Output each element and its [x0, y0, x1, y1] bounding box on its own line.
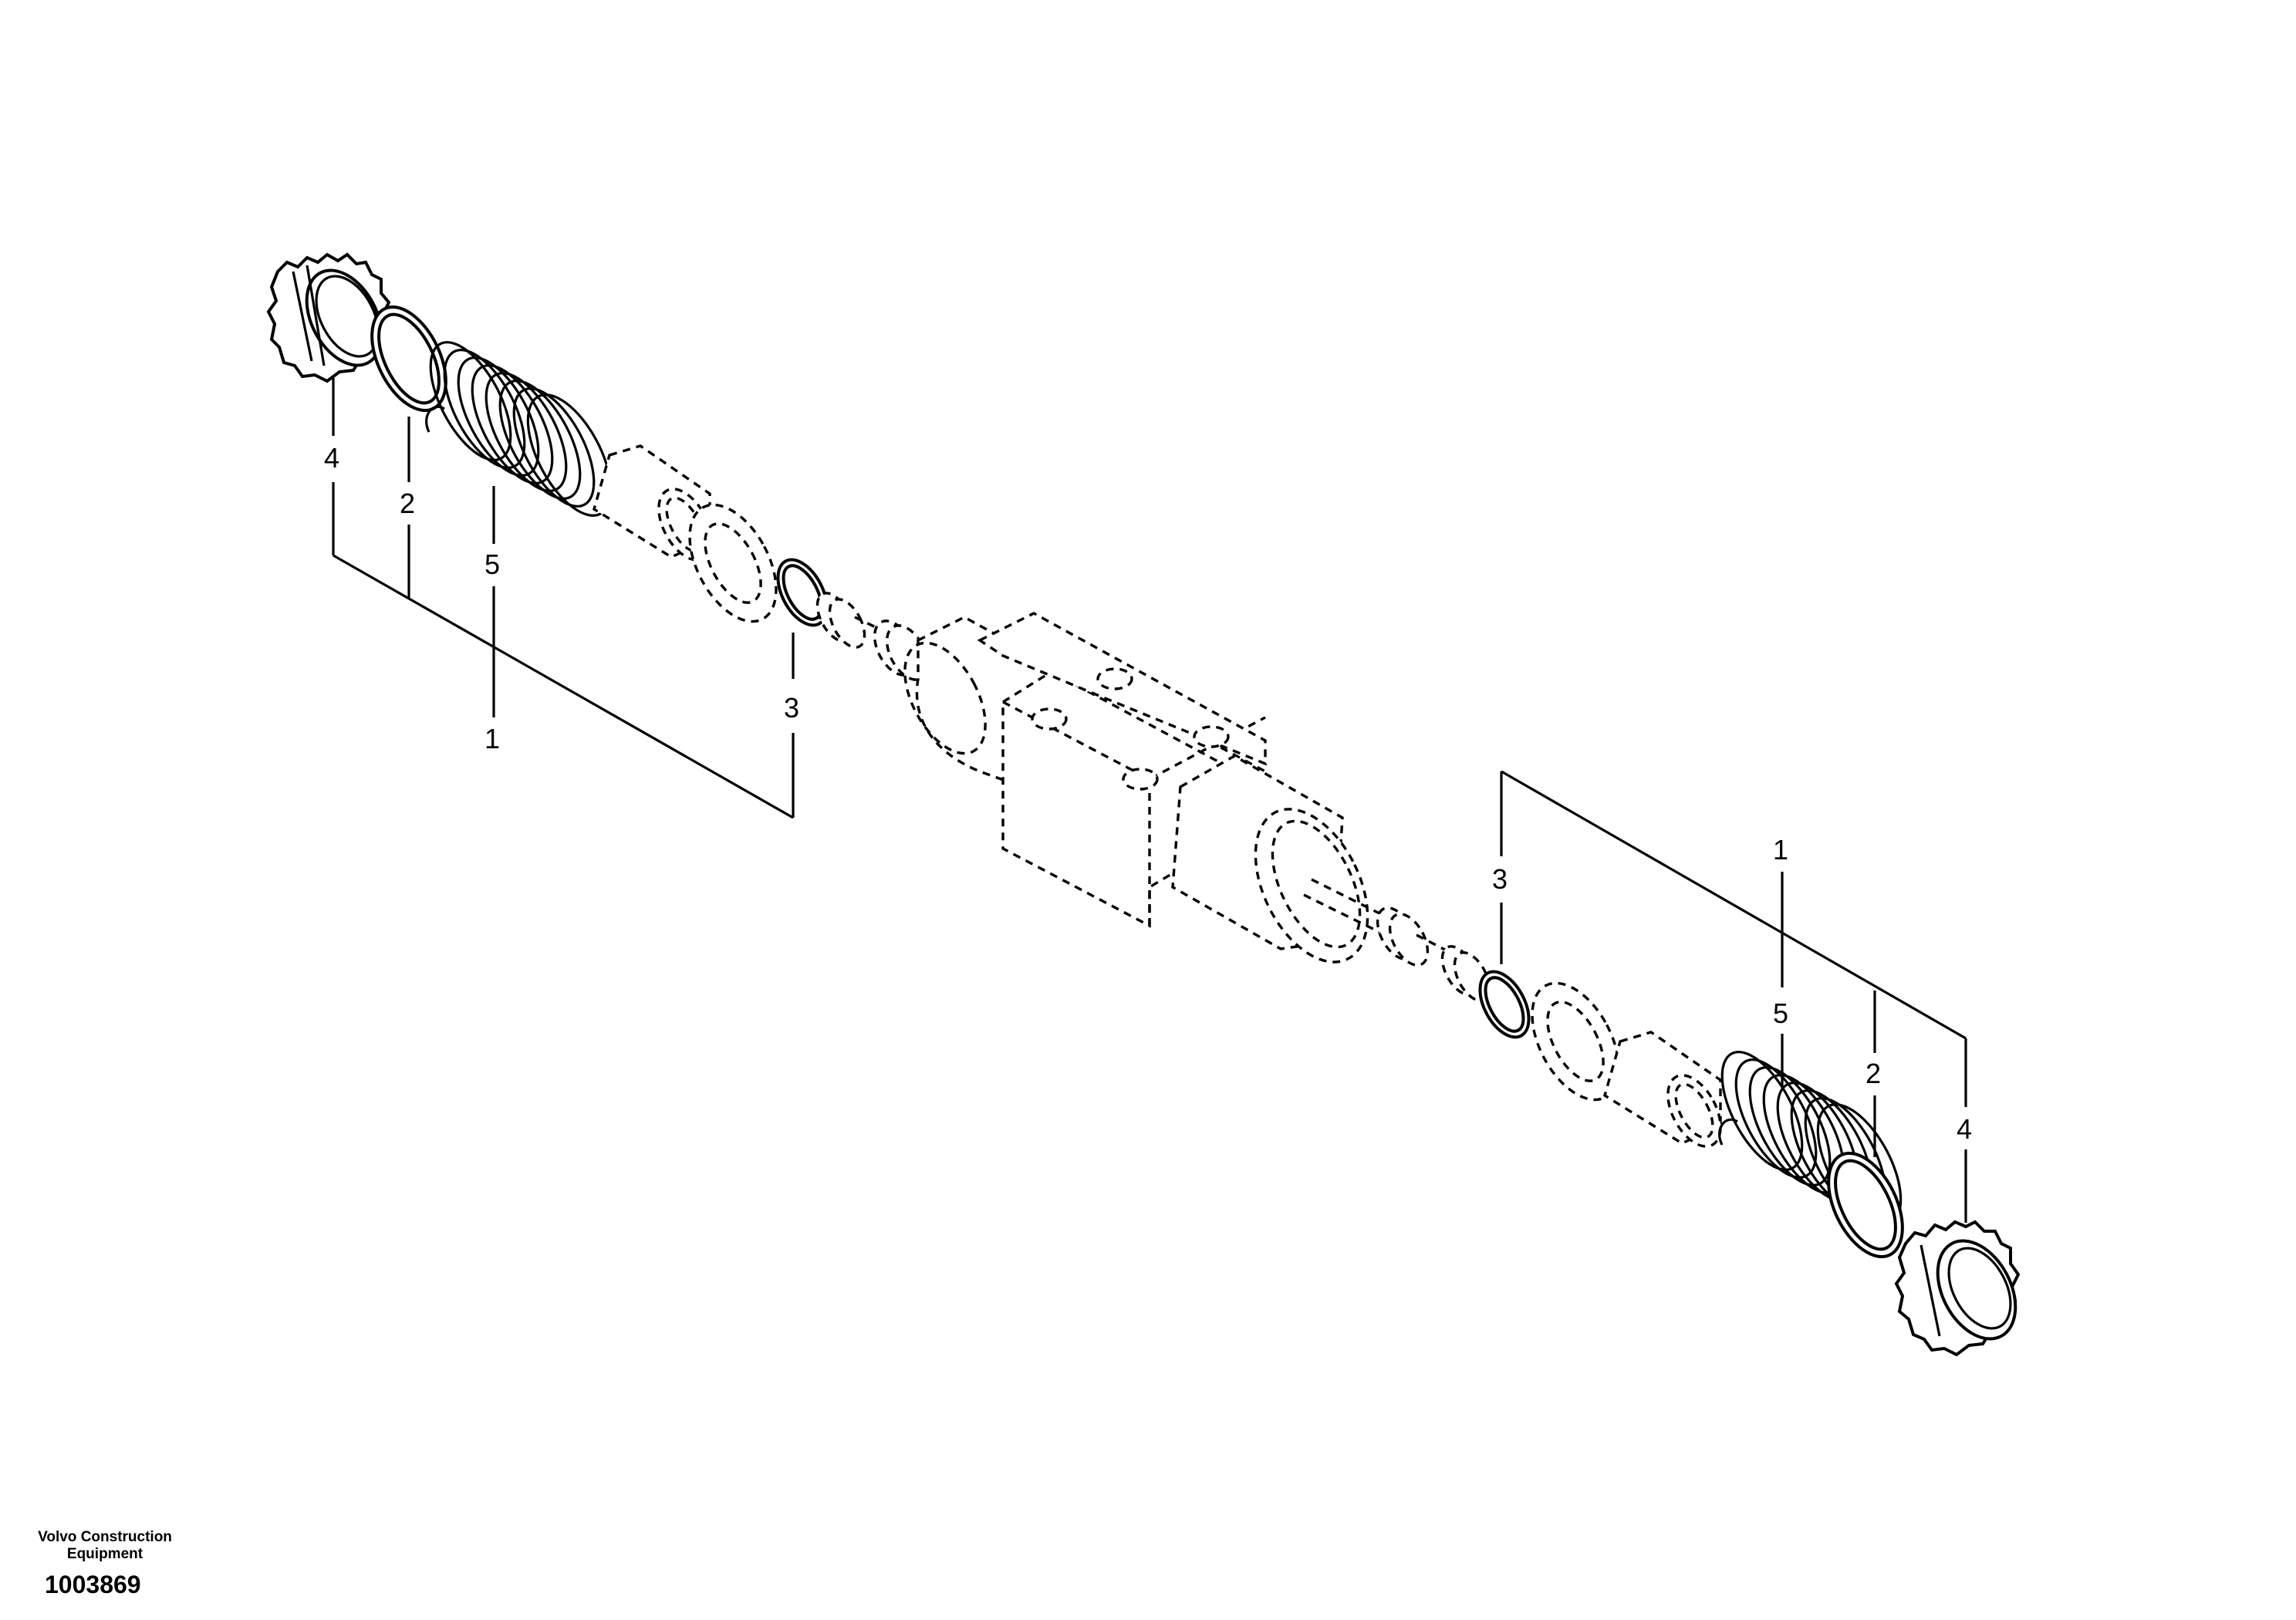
- left-dashed-washer: [688, 503, 778, 623]
- right-dashed-washer: [1531, 981, 1620, 1102]
- callout-left-oring: 3: [784, 692, 799, 724]
- right-o-ring: [1478, 970, 1531, 1039]
- left-leader-lines: [332, 378, 795, 819]
- callout-right-oring: 3: [1492, 863, 1508, 895]
- right-leader-lines: [1500, 770, 1967, 1223]
- brand-name: Volvo Construction Equipment: [38, 1529, 172, 1562]
- footer-brand: Volvo Construction Equipment: [20, 1529, 190, 1563]
- right-dashed-sleeve: [1603, 1031, 1722, 1148]
- callout-left-assembly: 1: [485, 723, 500, 754]
- right-knurled-nut: [1894, 1220, 2021, 1357]
- valve-body-dashed: [815, 592, 1491, 1002]
- callout-right-nut: 4: [1957, 1113, 1972, 1145]
- left-o-ring: [776, 558, 829, 627]
- part-number: 1003869: [45, 1571, 141, 1598]
- right-backup-ring: [1827, 1151, 1904, 1259]
- callout-left-nut: 4: [324, 442, 339, 474]
- callout-left-ring: 2: [400, 488, 415, 519]
- callout-right-spring: 5: [1773, 997, 1788, 1029]
- callout-right-assembly: 1: [1773, 834, 1788, 866]
- callout-left-spring: 5: [485, 548, 500, 580]
- callout-labels: 4 2 5 1 3 3 1 5 2 4: [324, 442, 1972, 1145]
- callout-right-ring: 2: [1866, 1058, 1881, 1089]
- left-spring: [425, 341, 613, 517]
